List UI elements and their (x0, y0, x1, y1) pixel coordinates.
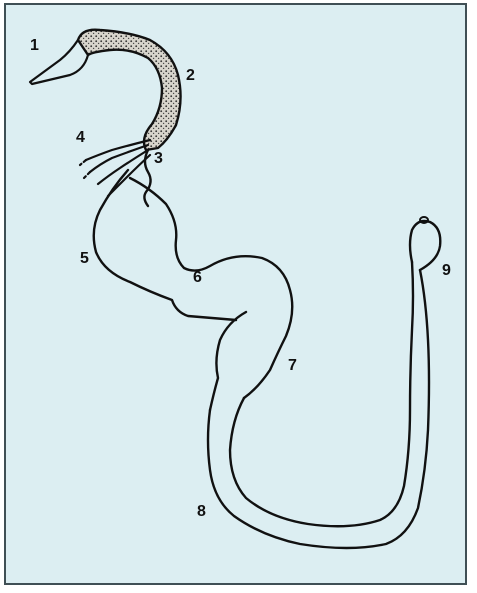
part-8-loop-tube (208, 262, 429, 548)
label-4: 4 (76, 130, 85, 146)
label-8: 8 (197, 504, 206, 520)
part-2-stippled-tube (78, 30, 181, 150)
part-5-6-7-body (94, 170, 293, 410)
label-9: 9 (442, 263, 451, 279)
label-5: 5 (80, 251, 89, 267)
label-3: 3 (154, 151, 163, 167)
label-7: 7 (288, 358, 297, 374)
label-2: 2 (186, 68, 195, 84)
part-9-bulb (410, 221, 440, 270)
label-6: 6 (193, 270, 202, 286)
label-1: 1 (30, 38, 39, 54)
